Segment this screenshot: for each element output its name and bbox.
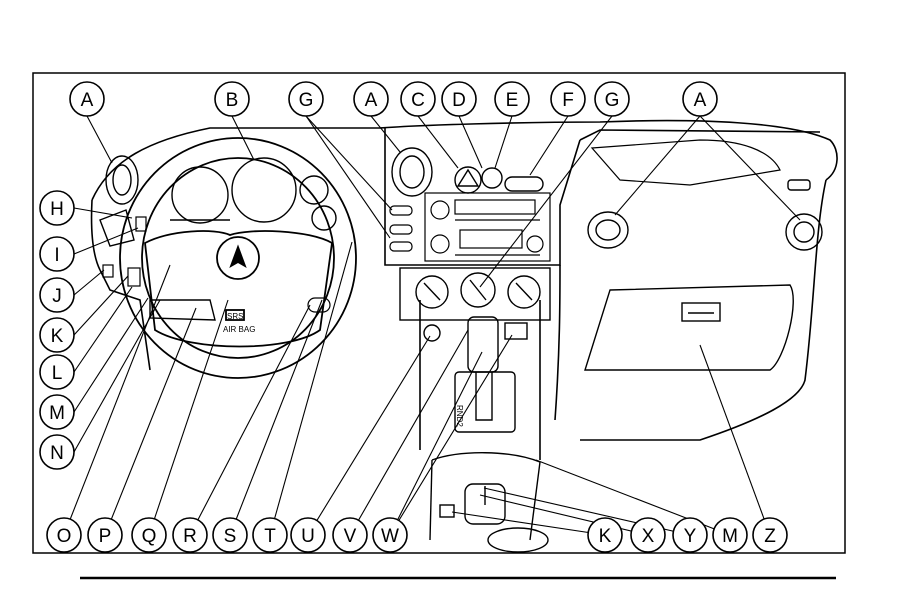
callout-leaders: [63, 115, 801, 536]
callout-m-2: M: [712, 517, 748, 553]
callout-k-1: K: [39, 317, 75, 353]
callout-label: G: [299, 90, 314, 111]
callout-label: O: [57, 526, 72, 547]
callout-a-1: A: [69, 81, 105, 117]
lower-console: [429, 452, 549, 553]
callout-j: J: [39, 277, 75, 313]
glove-box: [584, 284, 794, 371]
callout-u: U: [290, 517, 326, 553]
airbag-label: AIR BAG: [223, 325, 255, 334]
left-side: [99, 209, 216, 321]
callout-m-1: M: [39, 394, 75, 430]
callout-y: Y: [672, 517, 708, 553]
callout-e: E: [494, 81, 530, 117]
callout-l: L: [39, 354, 75, 390]
callout-label: N: [50, 443, 64, 464]
callout-a-2: A: [353, 81, 389, 117]
gear-shifter: [454, 316, 516, 433]
callout-label: I: [54, 245, 59, 266]
callout-p: P: [87, 517, 123, 553]
callout-label: A: [81, 90, 94, 111]
callout-label: M: [49, 403, 65, 424]
steering-wheel: [119, 137, 357, 379]
callout-label: W: [381, 526, 399, 547]
dashboard-outline: [90, 119, 838, 460]
callout-label: M: [722, 526, 738, 547]
callout-d: D: [441, 81, 477, 117]
figure-frame: [32, 72, 846, 554]
callout-g-1: G: [288, 81, 324, 117]
callout-label: Q: [142, 526, 157, 547]
callout-label: B: [226, 90, 239, 111]
callouts-bottom: O P Q R S T U V W K X Y M Z: [46, 517, 788, 553]
callout-label: T: [264, 526, 276, 547]
callout-t: T: [252, 517, 288, 553]
callout-h: H: [39, 190, 75, 226]
callout-label: S: [224, 526, 237, 547]
callout-w: W: [372, 517, 408, 553]
callout-z: Z: [752, 517, 788, 553]
callout-q: Q: [131, 517, 167, 553]
callouts-left: H I J K L M N: [39, 190, 75, 470]
callout-label: K: [51, 326, 64, 347]
callout-label: H: [50, 199, 64, 220]
callout-o: O: [46, 517, 82, 553]
climate-controls: [399, 267, 551, 342]
callout-label: A: [694, 90, 707, 111]
callout-label: P: [99, 526, 112, 547]
callout-label: F: [562, 90, 574, 111]
center-stack-buttons: [389, 205, 413, 252]
callout-label: G: [605, 90, 620, 111]
callout-f: F: [550, 81, 586, 117]
callout-v: V: [332, 517, 368, 553]
callout-x: X: [630, 517, 666, 553]
callout-i: I: [39, 236, 75, 272]
callout-label: V: [344, 526, 357, 547]
callout-label: U: [301, 526, 315, 547]
callout-label: K: [599, 526, 612, 547]
callout-k-2: K: [587, 517, 623, 553]
left-air-vent: [105, 155, 139, 205]
callout-label: Y: [684, 526, 697, 547]
center-vent: [391, 147, 544, 197]
callout-label: Z: [764, 526, 776, 547]
callout-label: A: [365, 90, 378, 111]
callout-label: E: [506, 90, 519, 111]
callout-label: J: [52, 286, 62, 307]
callout-c: C: [400, 81, 436, 117]
callout-r: R: [172, 517, 208, 553]
dash-upper-panel: [590, 139, 781, 186]
callout-label: X: [642, 526, 655, 547]
callout-label: R: [183, 526, 197, 547]
callout-s: S: [212, 517, 248, 553]
shifter-positions: RND2: [455, 405, 464, 427]
callout-label: C: [411, 90, 425, 111]
callout-n: N: [39, 434, 75, 470]
callout-b: B: [214, 81, 250, 117]
callout-label: L: [52, 363, 63, 384]
callout-a-3: A: [682, 81, 718, 117]
callout-label: D: [452, 90, 466, 111]
callouts-top: A B G A C D E F G A: [69, 81, 718, 117]
radio-unit: [424, 192, 551, 262]
callout-g-2: G: [594, 81, 630, 117]
airbag-srs-label: SRS: [227, 312, 243, 321]
right-air-vents: [587, 179, 823, 251]
